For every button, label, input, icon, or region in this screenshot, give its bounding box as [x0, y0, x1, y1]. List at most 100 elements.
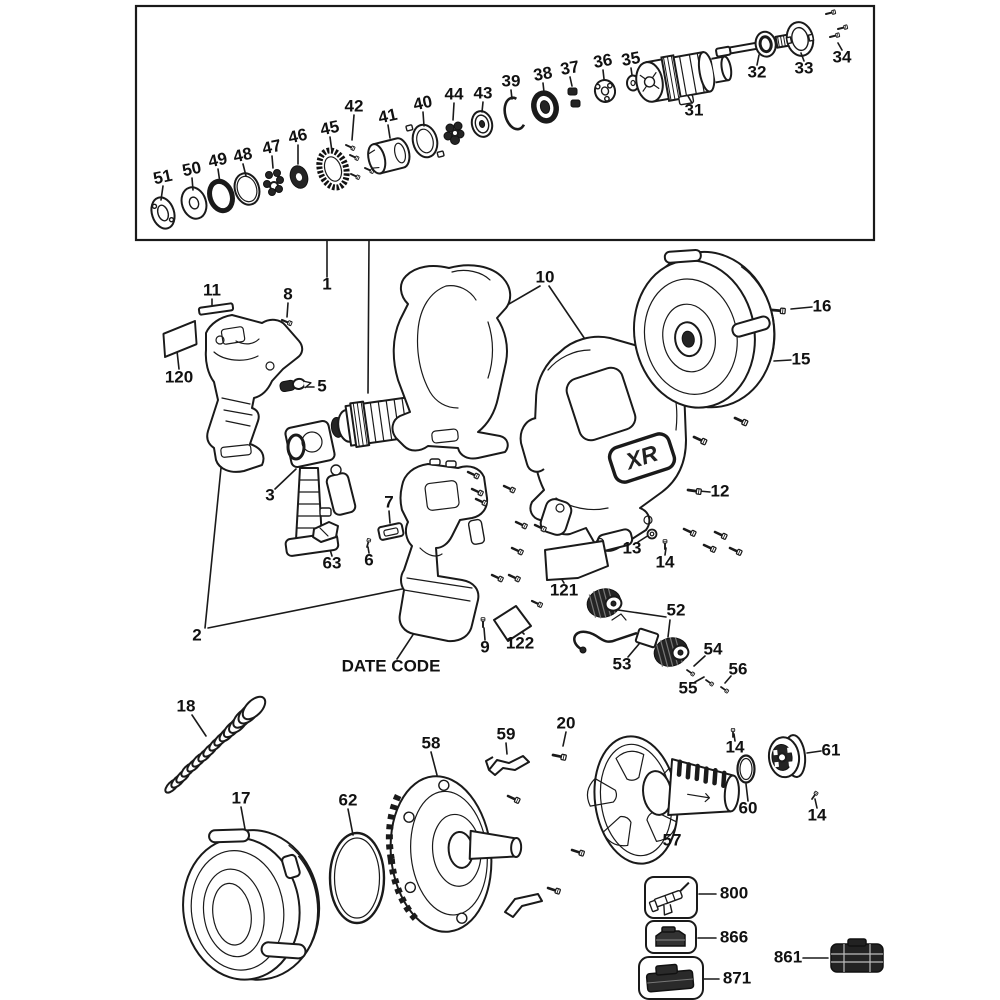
- part-38-bearing: [531, 90, 559, 124]
- part-62-oring: [328, 831, 386, 925]
- part-label-40: 40: [412, 92, 434, 115]
- part-120-nameplate: [162, 319, 198, 359]
- part-label-63: 63: [323, 553, 342, 572]
- part-label-122: 122: [506, 633, 534, 652]
- part-label-120: 120: [165, 367, 193, 386]
- kit-item-866: [645, 920, 697, 954]
- part-label-11: 11: [203, 280, 221, 299]
- part-label-18: 18: [177, 696, 196, 715]
- part-label-16: 16: [813, 296, 832, 315]
- kit-item-800: [644, 876, 698, 919]
- part-label-42: 42: [345, 96, 364, 115]
- part-label-56: 56: [729, 659, 748, 678]
- part-46-gear: [289, 165, 309, 189]
- part-label-45: 45: [319, 117, 341, 140]
- part-label-61: 61: [822, 740, 841, 759]
- part-36-flange: [593, 79, 617, 103]
- part-18-auger-spring: [164, 695, 267, 794]
- part-121-label-sheet: [544, 540, 609, 581]
- part-label-8: 8: [283, 284, 292, 303]
- part-label-43: 43: [474, 83, 493, 102]
- part-label-48: 48: [232, 144, 254, 167]
- part-33-ring: [785, 21, 815, 57]
- part-31-gearbox: [635, 51, 733, 106]
- part-label-2: 2: [192, 625, 201, 644]
- part-label-17: 17: [232, 788, 251, 807]
- part-label-41: 41: [377, 105, 399, 128]
- part-11-strip: [197, 302, 235, 316]
- part-43-bearing: [470, 110, 494, 138]
- part-32-shaft: [715, 30, 791, 58]
- part-label-44: 44: [445, 84, 464, 103]
- part-label-52: 52: [667, 600, 686, 619]
- part-label-49: 49: [207, 149, 229, 172]
- part-label-7: 7: [384, 492, 393, 511]
- gearbox-exploded-parts: [150, 8, 849, 230]
- part-label-5: 5: [317, 376, 326, 395]
- part-label-50: 50: [181, 158, 203, 181]
- part-label-34: 34: [833, 47, 852, 66]
- part-label-1: 1: [322, 274, 331, 293]
- battery-icon-small: [655, 926, 686, 947]
- part-label-871: 871: [723, 968, 751, 987]
- part-label-35: 35: [620, 48, 642, 70]
- part-label-15: 15: [792, 349, 811, 368]
- part-label-60: 60: [739, 798, 758, 817]
- xr-badge: XR: [607, 432, 677, 484]
- part-label-62: 62: [339, 790, 358, 809]
- kit-item-871: [638, 956, 704, 1000]
- part-52-knob-b: [653, 637, 690, 668]
- part-39-retaining-ring: [503, 96, 526, 131]
- part-label-861: 861: [774, 947, 802, 966]
- part-label-31: 31: [685, 100, 704, 119]
- part-label-3: 3: [265, 485, 274, 504]
- part-20-screw: [551, 750, 568, 762]
- part-label-10: 10: [536, 267, 555, 286]
- part-15-drum-rear: [632, 248, 776, 409]
- part-3-switch-assembly: [284, 419, 357, 557]
- part-label-39: 39: [502, 71, 521, 90]
- part-53-wire-assembly: [573, 613, 660, 654]
- part-50-washer: [180, 186, 208, 220]
- bottom-bracket-and-screws: [504, 792, 586, 918]
- part-label-46: 46: [287, 125, 309, 148]
- part-57-pulley: [586, 735, 740, 865]
- part-label-57: 57: [663, 830, 682, 849]
- part-13-nut: [646, 528, 658, 540]
- part-17-drum-front: [182, 828, 321, 981]
- part-housing-left: [204, 314, 304, 473]
- part-44-gears: [443, 121, 465, 145]
- part-label-55: 55: [679, 678, 698, 697]
- part-6-screw: [364, 537, 372, 549]
- part-48-ring: [233, 172, 261, 206]
- date-code-label: DATE CODE: [342, 656, 441, 675]
- part-label-36: 36: [592, 50, 614, 72]
- part-16-screw: [770, 305, 787, 316]
- part-label-121: 121: [550, 580, 578, 599]
- part-9-screw: [480, 616, 486, 628]
- part-41-gear-case: [367, 137, 411, 175]
- part-58-clutch-plate: [385, 775, 523, 933]
- part-7-clip: [377, 522, 405, 541]
- part-label-6: 6: [364, 550, 373, 569]
- part-label-20: 20: [557, 713, 576, 732]
- part-label-54: 54: [704, 639, 723, 658]
- part-51-flange: [150, 196, 176, 230]
- part-housing-right: [398, 458, 489, 643]
- part-5-small-part: [279, 377, 312, 393]
- part-label-13: 13: [623, 538, 642, 557]
- part-49-ring: [207, 178, 235, 214]
- part-47-planet-gears: [263, 169, 284, 196]
- part-37-small-parts: [567, 87, 581, 108]
- part-label-58: 58: [422, 733, 441, 752]
- part-label-866: 866: [720, 927, 748, 946]
- part-label-12: 12: [711, 481, 730, 500]
- part-861-kitbox: [830, 938, 884, 973]
- part-61-bearing-cap: [767, 734, 807, 779]
- part-label-14a: 14: [656, 552, 675, 571]
- part-label-14b: 14: [726, 737, 745, 756]
- part-label-51: 51: [152, 166, 174, 189]
- part-59-clip: [485, 755, 530, 776]
